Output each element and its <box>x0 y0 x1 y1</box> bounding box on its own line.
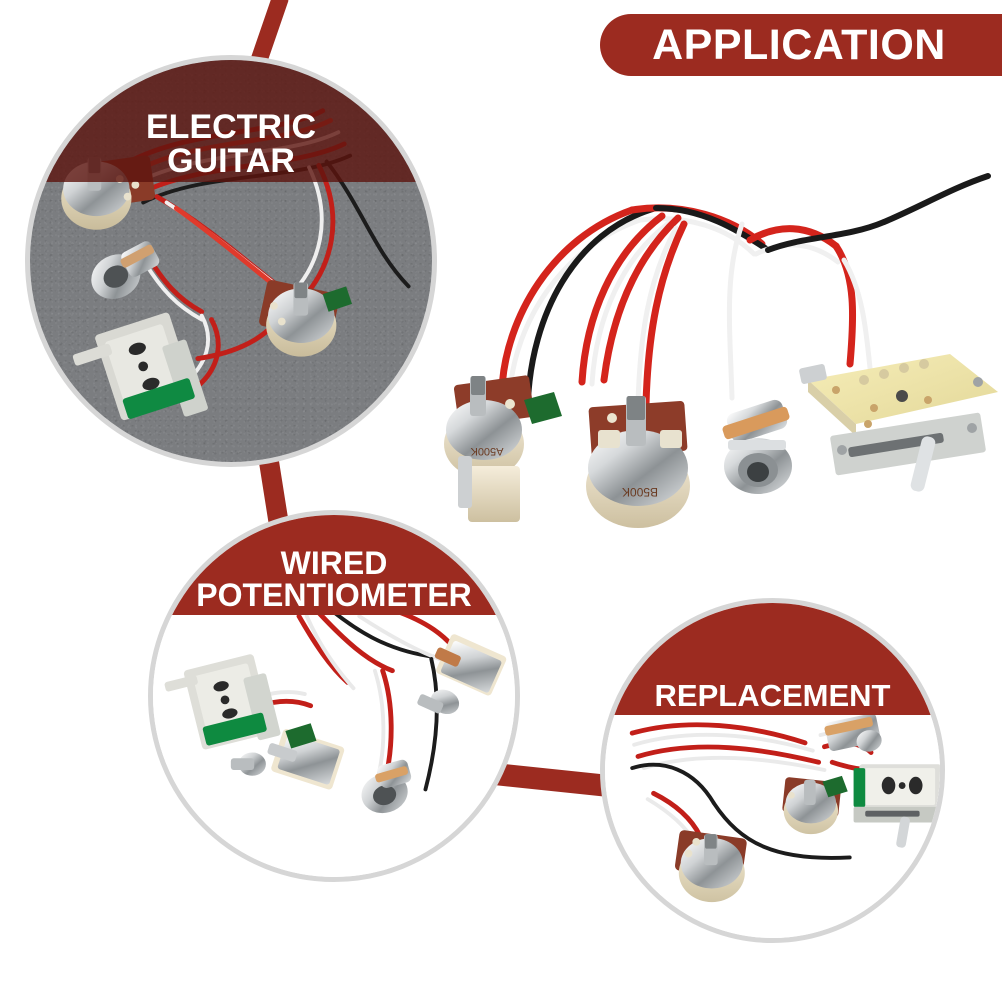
circle-panel-replacement: REPLACEMENT <box>600 598 945 943</box>
output-jack-2 <box>361 759 412 814</box>
label-line-1: ELECTRIC <box>146 108 316 146</box>
svg-text:B500K: B500K <box>622 485 658 499</box>
application-banner: APPLICATION <box>600 14 1002 76</box>
hero-potentiometer-a500k: A500K <box>444 375 562 522</box>
selector-switch-1 <box>72 312 208 421</box>
hero-selector-switch <box>799 354 998 492</box>
application-banner-label: APPLICATION <box>652 20 946 69</box>
label-band-replacement: REPLACEMENT <box>605 603 940 715</box>
label-line-2: GUITAR <box>167 142 295 180</box>
label-band-wired-potentiometer: WIRED POTENTIOMETER <box>153 515 515 615</box>
svg-text:A500K: A500K <box>470 445 504 457</box>
circle-panel-electric-guitar: ELECTRIC GUITAR <box>25 55 437 467</box>
potentiometer-3 <box>230 723 345 790</box>
label-line-1: WIRED <box>280 545 388 581</box>
wiring-harness-scene-3 <box>605 603 940 938</box>
output-jack-1 <box>91 241 160 299</box>
potentiometer-2 <box>259 280 352 357</box>
selector-switch-2 <box>164 654 281 750</box>
hero-potentiometer-b500k: B500K <box>586 396 690 528</box>
potentiometer-4 <box>417 634 507 715</box>
hero-output-jack <box>722 399 792 494</box>
label-line-2: POTENTIOMETER <box>196 577 472 613</box>
label-line-1: REPLACEMENT <box>654 678 891 713</box>
potentiometer-5 <box>674 830 747 903</box>
selector-switch-3 <box>853 764 940 848</box>
hero-product-photo: A500K B500K <box>432 168 1002 530</box>
output-jack-3 <box>824 713 882 752</box>
circle-panel-wired-potentiometer: WIRED POTENTIOMETER <box>148 510 520 882</box>
potentiometer-6 <box>782 775 848 835</box>
label-band-electric-guitar: ELECTRIC GUITAR <box>30 60 432 182</box>
